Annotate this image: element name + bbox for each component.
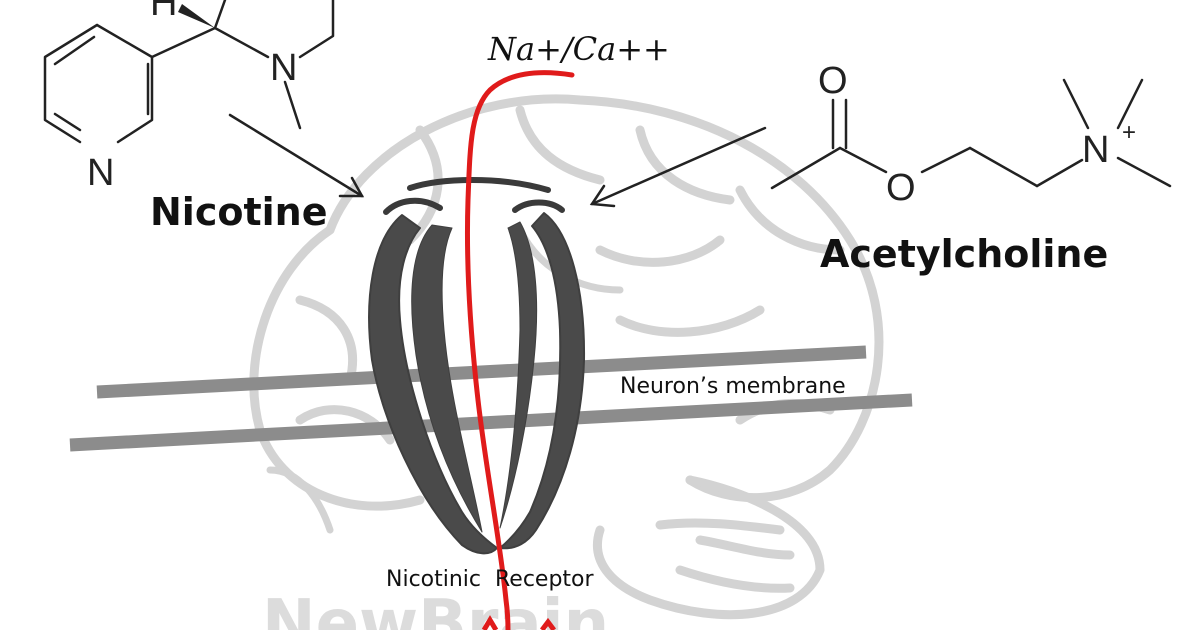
receptor-inner-left: [411, 224, 483, 533]
nicotine-atom-n-pyrrolidine: N: [270, 47, 297, 89]
ion-path: [465, 70, 575, 630]
ach-atom-o-ester: O: [886, 167, 916, 209]
nicotine-structure: [43, 0, 335, 144]
nicotine-arrowhead: [338, 176, 365, 198]
nicotinic-receptor: [368, 177, 586, 555]
membrane-band-upper: [96, 345, 867, 399]
receptor-top-cap: [383, 177, 565, 215]
ion-label: Na+/Ca++: [487, 30, 670, 68]
nicotine-atom-h: H: [150, 0, 177, 24]
ach-atom-charge: +: [1122, 119, 1136, 146]
brain-background: [249, 94, 884, 620]
acetylcholine-arrow: [590, 126, 767, 206]
receptor-label: Nicotinic Receptor: [386, 567, 595, 592]
receptor-inner-right: [499, 221, 538, 529]
membrane-label: Neuron’s membrane: [620, 374, 846, 399]
pyridine-ring: [43, 23, 154, 144]
membrane-band-lower: [69, 393, 913, 452]
ion-path-tail: [481, 615, 556, 630]
arrows: [228, 113, 767, 208]
nicotine-label: Nicotine: [150, 190, 327, 234]
acetylcholine-structure: [770, 78, 1172, 190]
nicotine-atom-n-pyridine: N: [87, 152, 114, 194]
nicotine-arrow: [228, 113, 364, 198]
acetylcholine-arrowhead: [589, 184, 616, 208]
neuron-membrane: [69, 345, 913, 452]
watermark-text: NewBrain: [262, 587, 609, 630]
acetylcholine-label: Acetylcholine: [820, 232, 1108, 276]
ach-atom-o-carbonyl: O: [818, 60, 848, 102]
ach-atom-n: N: [1082, 129, 1109, 171]
wedge-bond: [178, 4, 215, 28]
